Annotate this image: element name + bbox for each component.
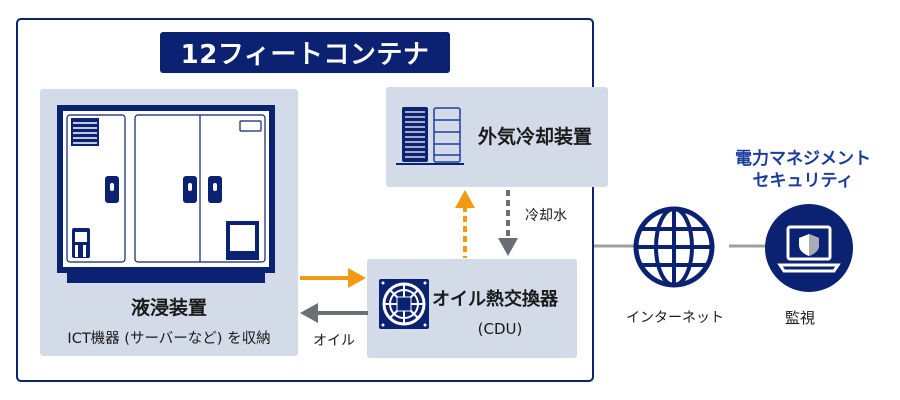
security-title-line1: 電力マネジメント <box>735 149 871 169</box>
oil-to-cdu-arrow <box>300 268 366 288</box>
coolant-label: 冷却水 <box>525 208 567 224</box>
security-title-line2: セキュリティ <box>752 171 854 191</box>
cooling-tower-icon <box>396 107 464 165</box>
container-title: 12フィートコンテナ <box>160 32 450 73</box>
laptop-shield-icon <box>765 204 853 292</box>
outdoor-cooler-title: 外気冷却装置 <box>478 126 593 148</box>
globe-icon <box>633 206 715 288</box>
internet-label: インターネット <box>626 310 724 326</box>
network-link-line <box>594 244 772 248</box>
immersion-unit-title: 液浸装置 <box>130 297 207 319</box>
security-title: 電力マネジメント セキュリティ <box>728 148 878 192</box>
heat-exchanger-icon <box>379 279 429 329</box>
immersion-unit-subtitle: ICT機器 (サーバーなど) を収納 <box>67 331 271 347</box>
cdu-title: オイル熱交換器 <box>432 289 558 310</box>
coolant-return-arrow <box>498 190 518 256</box>
oil-label: オイル <box>313 333 355 349</box>
oil-return-arrow <box>300 303 368 323</box>
immersion-tank-icon <box>57 105 275 283</box>
cdu-subtitle: (CDU) <box>477 320 523 338</box>
container-frame <box>16 18 594 382</box>
monitoring-label: 監視 <box>784 309 815 327</box>
heat-to-cooler-arrow <box>455 190 475 258</box>
